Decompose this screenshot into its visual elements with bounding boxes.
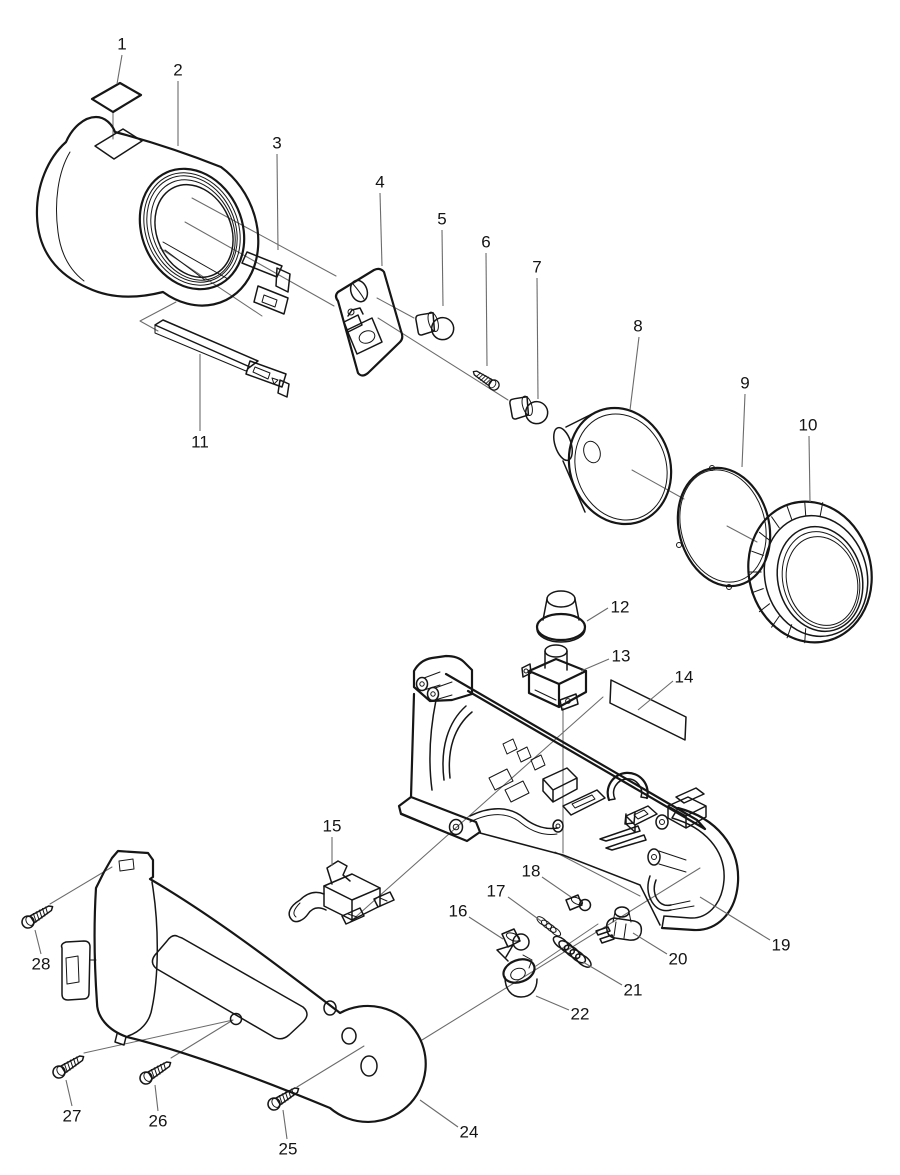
- callout-leader-26: [154, 1084, 159, 1112]
- callout-leader-27: [65, 1079, 73, 1107]
- bulb7-drawing: [507, 392, 550, 426]
- callout-number-3: 3: [272, 134, 281, 153]
- callout-leader-24: [419, 1099, 459, 1128]
- callout-number-16: 16: [449, 902, 468, 921]
- callout-leader-12: [586, 607, 609, 622]
- callout-number-2: 2: [173, 61, 182, 80]
- callout-leader-22: [535, 995, 570, 1011]
- callout-number-19: 19: [772, 936, 791, 955]
- callout-leader-6: [485, 252, 488, 367]
- callout-leader-20: [632, 932, 668, 955]
- callouts-layer: 1234567891011121314151617181920212224252…: [32, 35, 818, 1159]
- screw26-drawing: [136, 1056, 175, 1088]
- callout-number-4: 4: [375, 173, 384, 192]
- callout-leader-3: [276, 153, 279, 251]
- callout-number-28: 28: [32, 955, 51, 974]
- head-housing-drawing: [35, 115, 260, 307]
- socket22-drawing: [496, 944, 538, 998]
- label-strip-drawing: [609, 679, 687, 741]
- callout-leader-16: [468, 916, 504, 940]
- callout-leader-21: [582, 961, 623, 986]
- contact20-drawing: [595, 906, 643, 944]
- callout-leader-28: [34, 929, 42, 955]
- callout-number-11: 11: [191, 433, 209, 452]
- reflector-drawing: [553, 406, 673, 526]
- callout-number-27: 27: [63, 1107, 82, 1126]
- callout-leader-8: [629, 336, 640, 411]
- callout-number-12: 12: [611, 598, 630, 617]
- bulb-plate-drawing: [334, 267, 404, 377]
- callout-leader-25: [282, 1109, 288, 1140]
- callout-leader-10: [808, 435, 811, 503]
- callout-leader-9: [741, 393, 746, 468]
- screw25-drawing: [264, 1082, 303, 1114]
- callout-number-26: 26: [149, 1112, 168, 1131]
- lens-drawing: [676, 465, 772, 590]
- callout-leader-5: [441, 229, 444, 307]
- callout-number-15: 15: [323, 817, 342, 836]
- callout-number-5: 5: [437, 210, 446, 229]
- bulb5-drawing: [413, 308, 456, 342]
- callout-leader-18: [541, 876, 572, 898]
- switch-drawing: [521, 644, 588, 711]
- callout-leader-1: [116, 54, 123, 85]
- callout-number-6: 6: [481, 233, 490, 252]
- sticker-drawing: [90, 81, 143, 114]
- chassis-frame-drawing: [397, 654, 740, 932]
- callout-number-18: 18: [522, 862, 541, 881]
- rubber-cap-drawing: [535, 590, 587, 643]
- slide-strip-drawing: [154, 319, 290, 398]
- callout-number-10: 10: [799, 416, 818, 435]
- handle-housing-drawing: [60, 849, 427, 1123]
- screw27-drawing: [49, 1050, 88, 1082]
- callout-number-13: 13: [612, 647, 631, 666]
- callout-leader-19: [699, 896, 771, 941]
- callout-leader-14: [637, 680, 674, 711]
- callout-number-7: 7: [532, 258, 541, 277]
- callout-leader-4: [379, 192, 383, 267]
- callout-number-21: 21: [624, 981, 643, 1000]
- callout-number-9: 9: [740, 374, 749, 393]
- callout-number-20: 20: [669, 950, 688, 969]
- spring21-drawing: [552, 935, 592, 968]
- bezel-ring-drawing: [747, 500, 873, 644]
- pin18-drawing: [565, 894, 592, 912]
- callout-number-8: 8: [633, 317, 642, 336]
- callout-number-25: 25: [279, 1140, 298, 1159]
- callout-leader-13: [580, 658, 610, 672]
- spring17-drawing: [536, 916, 562, 937]
- callout-number-22: 22: [571, 1005, 590, 1024]
- callout-number-1: 1: [117, 35, 126, 54]
- callout-number-24: 24: [460, 1123, 479, 1142]
- contact-bulb16-drawing: [501, 928, 530, 951]
- holder-bracket-drawing: [288, 860, 395, 925]
- callout-leader-17: [507, 896, 542, 922]
- callout-number-17: 17: [487, 882, 506, 901]
- screw28-drawing: [18, 900, 57, 932]
- bezel-knurl-ticks: [748, 500, 824, 644]
- callout-number-14: 14: [675, 668, 694, 687]
- assembly-guide-lines: [49, 112, 758, 1088]
- clip-bracket-drawing: [241, 251, 291, 315]
- callout-leader-7: [536, 277, 539, 400]
